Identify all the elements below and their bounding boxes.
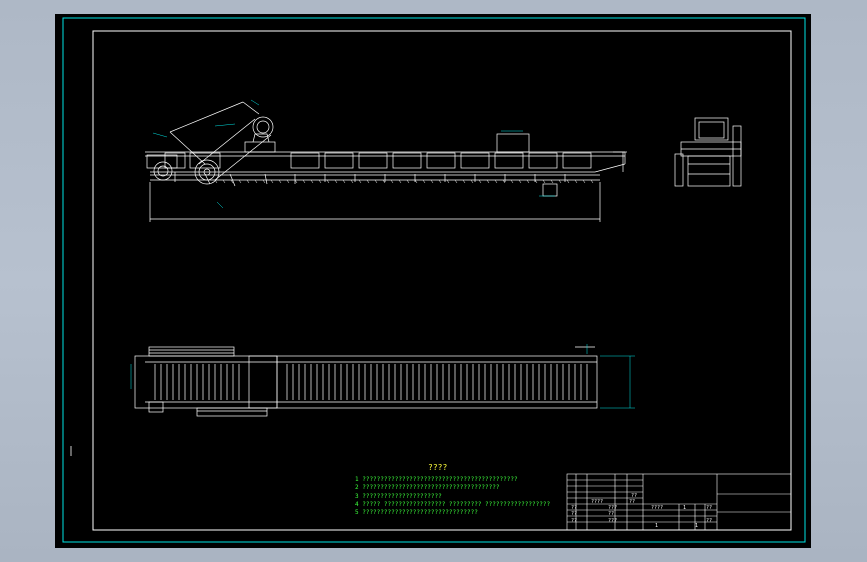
cad-drawing xyxy=(62,17,806,543)
technical-requirements: ???? 1 ?????????????????????????????????… xyxy=(355,463,555,517)
note-item-2: 2 ?????????????????????????????????????? xyxy=(355,484,500,492)
tb-cell-g: ?? xyxy=(571,518,578,524)
tb-cell-d: ???? xyxy=(651,505,664,511)
plan-dims xyxy=(130,344,635,409)
title-block xyxy=(566,473,792,531)
tb-cell-o: 1 xyxy=(695,523,699,529)
notes-title: ???? xyxy=(428,463,448,472)
tb-cell-l: ?? xyxy=(571,511,578,517)
tb-cell-b: ?? xyxy=(629,499,636,505)
inner-frame xyxy=(92,30,792,531)
tb-cell-i: 1 xyxy=(683,505,687,511)
tb-cell-j: ?? xyxy=(706,505,713,511)
front-elevation xyxy=(145,101,627,222)
note-item-3: 3 ?????????????????????? xyxy=(355,492,442,500)
tb-cell-h: ??? xyxy=(608,518,618,524)
tb-cell-k: ?? xyxy=(706,518,713,524)
tb-cell-a: ???? xyxy=(591,499,604,505)
belt-cleats xyxy=(214,179,594,184)
note-item-1: 1 ??????????????????????????????????????… xyxy=(355,476,518,483)
side-view xyxy=(674,117,742,187)
front-dim-marks xyxy=(152,99,555,209)
tb-cell-m: ?? xyxy=(608,511,615,517)
tb-cell-c: ?? xyxy=(631,493,638,499)
tb-cell-f: ??? xyxy=(608,505,618,511)
tb-cell-e: ?? xyxy=(571,505,578,511)
drawing-sheet: ???? 1 ?????????????????????????????????… xyxy=(55,14,811,548)
outer-frame xyxy=(62,17,806,543)
note-item-4: 4 ????? ????????????????? ????????? ????… xyxy=(355,500,551,508)
plan-view xyxy=(134,346,598,417)
tb-cell-n: 1 xyxy=(655,523,659,529)
note-item-5: 5 ???????????????????????????????? xyxy=(355,509,478,517)
